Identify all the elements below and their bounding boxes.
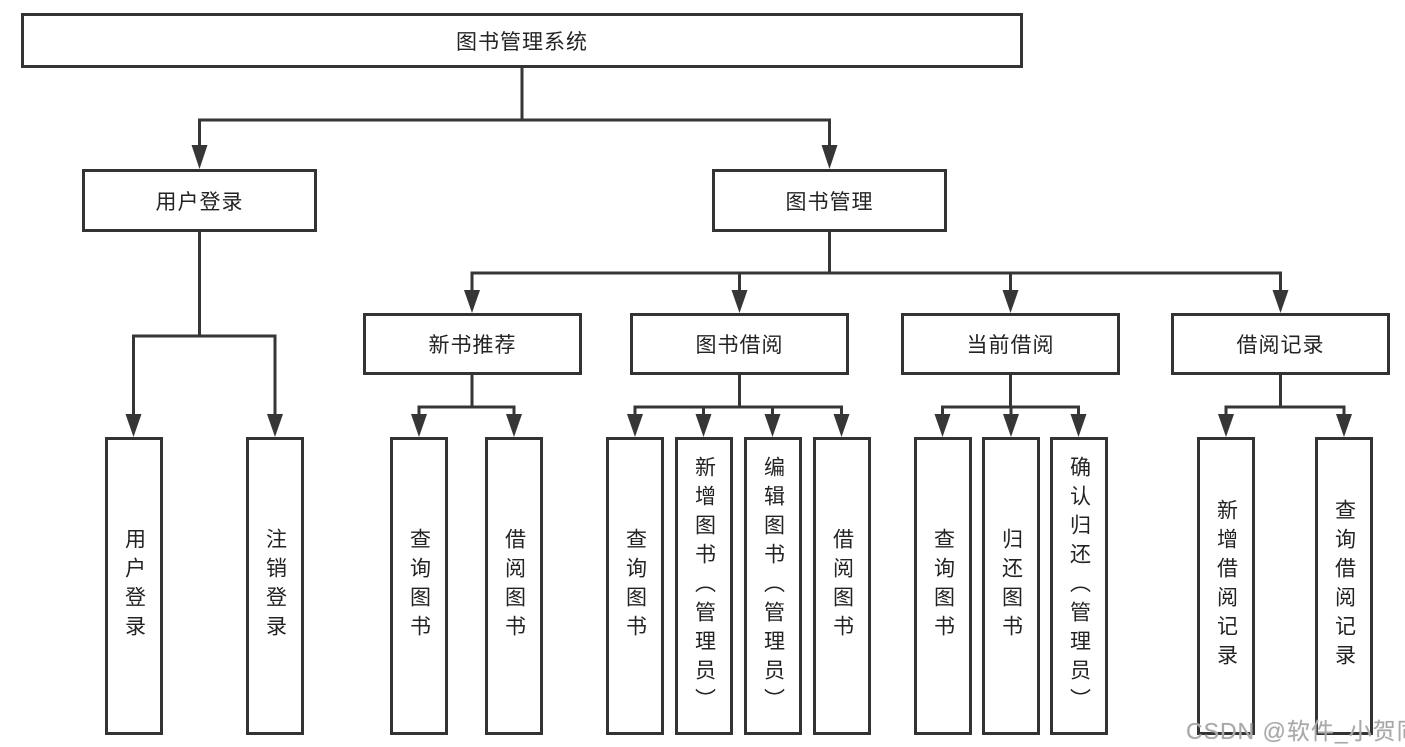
leaf-label: 新增借阅记录: [1214, 499, 1238, 673]
leaf-return-books: 归还图书: [982, 437, 1040, 735]
leaf-query-borrow-record: 查询借阅记录: [1315, 437, 1373, 735]
leaf-label: 查询图书: [931, 528, 955, 644]
node-book-borrowing: 图书借阅: [630, 313, 849, 375]
leaf-confirm-return-admin: 确认归还（管理员）: [1050, 437, 1108, 735]
leaf-borrow-books-recommend: 借阅图书: [485, 437, 543, 735]
leaf-label: 用户登录: [122, 528, 146, 644]
leaf-user-login: 用户登录: [105, 437, 163, 735]
leaf-label: 借阅图书: [502, 528, 526, 644]
node-label: 用户登录: [155, 190, 244, 214]
node-label: 借阅记录: [1236, 334, 1325, 357]
node-book-management-system: 图书管理系统: [21, 13, 1023, 68]
node-book-management: 图书管理: [712, 169, 947, 232]
leaf-label: 查询图书: [407, 528, 431, 644]
node-label: 图书管理: [785, 190, 874, 214]
leaf-label: 新增图书（管理员）: [692, 455, 716, 717]
leaf-label: 查询图书: [623, 528, 647, 644]
leaf-borrow-books-borrowing: 借阅图书: [813, 437, 871, 735]
node-label: 图书管理系统: [456, 30, 588, 54]
arrowheads: [125, 145, 1352, 437]
leaf-label: 借阅图书: [830, 528, 854, 644]
node-current-borrowing: 当前借阅: [901, 313, 1120, 375]
node-borrowing-records: 借阅记录: [1171, 313, 1390, 375]
leaf-label: 确认归还（管理员）: [1067, 455, 1091, 717]
node-label: 新书推荐: [428, 334, 517, 357]
connector-paths: [132, 68, 1346, 416]
leaf-label: 注销登录: [263, 528, 287, 644]
leaf-label: 查询借阅记录: [1332, 499, 1356, 673]
leaf-add-borrow-record: 新增借阅记录: [1197, 437, 1255, 735]
leaf-edit-books-admin: 编辑图书（管理员）: [744, 437, 802, 735]
leaf-query-books-current: 查询图书: [914, 437, 972, 735]
leaf-query-books-recommend: 查询图书: [390, 437, 448, 735]
node-user-login: 用户登录: [82, 169, 317, 232]
node-label: 图书借阅: [695, 334, 784, 357]
leaf-add-books-admin: 新增图书（管理员）: [675, 437, 733, 735]
leaf-query-books-borrowing: 查询图书: [606, 437, 664, 735]
node-label: 当前借阅: [966, 334, 1055, 357]
leaf-label: 编辑图书（管理员）: [761, 455, 785, 717]
leaf-logout-login: 注销登录: [246, 437, 304, 735]
node-new-book-recommend: 新书推荐: [363, 313, 582, 375]
csdn-watermark: CSDN @软件_小贺同学: [1186, 718, 1405, 744]
leaf-label: 归还图书: [999, 528, 1023, 644]
